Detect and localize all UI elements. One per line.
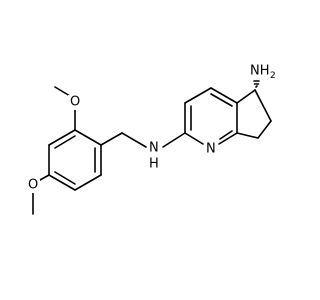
nh2-text: NH	[250, 64, 270, 79]
pyridine-n-text: N	[206, 142, 216, 157]
bond-n-c7a	[218, 132, 238, 145]
atom-labels: NH 2 N N H O O	[26, 63, 276, 193]
bond-b3-b4	[48, 174, 76, 191]
bond-b4-o-bottom	[39, 174, 50, 181]
molecule-structure: NH 2 N N H O O	[26, 63, 276, 215]
bond-b5-b6	[48, 129, 76, 146]
bond-nh-ch2	[121, 132, 147, 148]
bond-c4-c3	[210, 87, 238, 104]
bond-b2-b3	[74, 174, 102, 191]
bond-set	[32, 77, 272, 215]
amine-n-text: N	[149, 141, 159, 156]
bond-double-c3-c4	[210, 93, 233, 107]
bond-double-b3-b4	[54, 171, 76, 185]
amine-nh2-label: NH 2	[247, 63, 276, 81]
bond-double-b5-b6	[54, 135, 76, 149]
methoxy-bottom-o-text: O	[28, 178, 38, 193]
bond-c5a-c5	[236, 89, 256, 104]
stereo-hash-bond	[252, 77, 261, 88]
bond-o-top-ch3	[54, 86, 71, 97]
methoxy-top-o-text: O	[70, 95, 80, 110]
bond-c5-c6	[254, 89, 272, 122]
bond-c3-c2	[184, 87, 212, 104]
amine-h-text: H	[149, 157, 159, 172]
methoxy-top-o-label: O	[68, 95, 82, 110]
secondary-amine-label: N H	[147, 141, 161, 172]
bond-c1-n	[184, 132, 204, 145]
bond-c6-c7	[257, 120, 272, 139]
methoxy-bottom-o-label: O	[26, 178, 40, 193]
bond-double-n-c7a	[219, 130, 233, 140]
pyridine-n-label: N	[204, 141, 217, 157]
bond-c1-nh	[162, 132, 186, 148]
bond-c7-c7a	[236, 132, 259, 139]
bond-ch2-c1b	[100, 132, 123, 146]
nh2-subscript: 2	[270, 71, 276, 81]
bond-b6-b1	[74, 129, 102, 146]
